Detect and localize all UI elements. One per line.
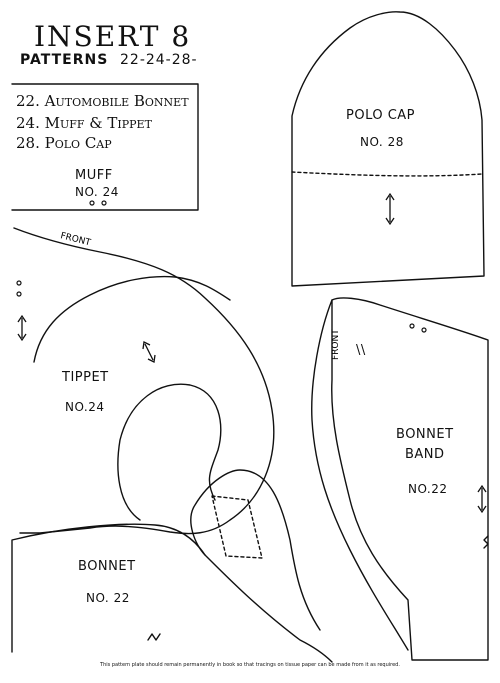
bonnet-band-number: NO.22 — [408, 482, 448, 496]
notch-mark-muff-1 — [89, 200, 95, 206]
patterns-label: PATTERNS — [20, 52, 109, 68]
notch-mark-left-2 — [16, 291, 22, 297]
bonnet-number: NO. 22 — [86, 591, 130, 605]
notch-mark-band-2 — [421, 327, 427, 333]
index-box-border — [11, 83, 199, 211]
notch-mark-muff-2 — [101, 200, 107, 206]
pattern-numbers: 22-24-28- — [120, 52, 198, 68]
polo-cap-label: POLO CAP — [346, 108, 416, 123]
front-label-top: FRONT — [59, 231, 92, 248]
notch-mark-band-1 — [409, 323, 415, 329]
bonnet-band-label-2: BAND — [405, 447, 445, 462]
tippet-number: NO.24 — [65, 400, 105, 414]
footer-note: This pattern plate should remain permane… — [100, 662, 400, 668]
bonnet-band-outline — [331, 297, 489, 661]
grain-arrow-polo-cap — [385, 192, 395, 226]
polo-cap-fold-line — [291, 171, 483, 177]
grain-arrow-band — [477, 484, 487, 514]
front-label-band: FRONT — [331, 329, 341, 360]
grain-arrow-tippet — [142, 341, 156, 363]
tippet-label: TIPPET — [62, 370, 109, 385]
bonnet-back-curve — [190, 469, 321, 631]
bonnet-band-edge-notch — [483, 535, 489, 549]
index-item: 24. Muff & Tippet — [16, 114, 152, 132]
bonnet-dashed-tab — [211, 495, 263, 559]
bonnet-outline — [11, 523, 333, 663]
bonnet-band-grain-mark: \\ — [356, 343, 366, 358]
bonnet-band-label: BONNET — [396, 427, 454, 442]
tippet-inner-curve — [117, 383, 222, 521]
muff-label: MUFF — [75, 168, 113, 183]
tippet-outline — [13, 227, 275, 535]
bonnet-band-inner-curve — [311, 299, 409, 651]
polo-cap-number: NO. 28 — [360, 135, 404, 149]
grain-arrow-left-edge — [17, 314, 27, 342]
muff-number: NO. 24 — [75, 185, 119, 199]
notch-mark-left-1 — [16, 280, 22, 286]
index-item: 22. Automobile Bonnet — [16, 92, 189, 110]
sheet-title: INSERT 8 — [34, 20, 192, 53]
tippet-outer-curve — [33, 275, 231, 363]
index-item: 28. Polo Cap — [16, 134, 112, 152]
bonnet-crown-notches — [147, 633, 161, 641]
bonnet-label: BONNET — [78, 559, 136, 574]
polo-cap-outline — [291, 11, 485, 287]
